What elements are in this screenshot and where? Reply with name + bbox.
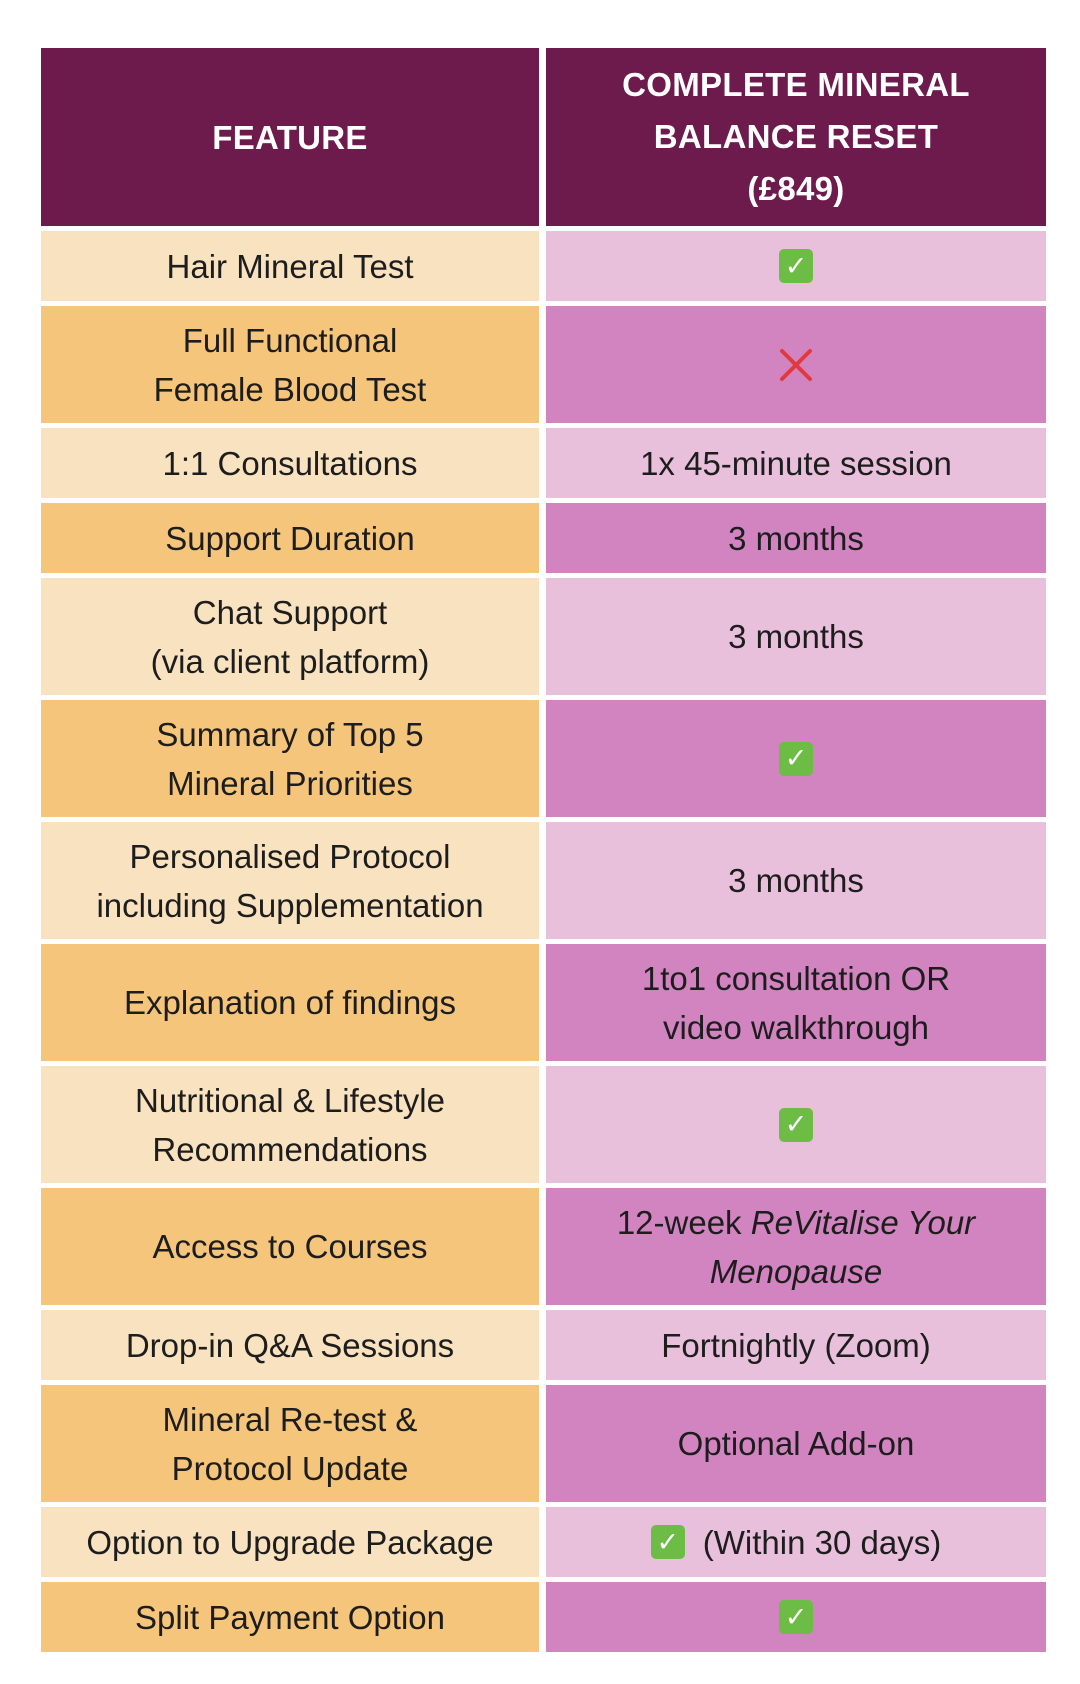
header-feature: FEATURE — [41, 48, 539, 226]
feature-label: Option to Upgrade Package — [86, 1523, 494, 1561]
value-cell: 3 months — [546, 578, 1046, 695]
value-text: 12-week — [616, 1203, 751, 1241]
check-icon: ✓ — [779, 1600, 813, 1634]
header-package: COMPLETE MINERAL BALANCE RESET (£849) — [546, 48, 1046, 226]
value-cell: 12-week ReVitalise Your Menopause — [546, 1188, 1046, 1305]
header-package-line1: COMPLETE MINERAL — [622, 66, 970, 103]
feature-label: 1:1 Consultations — [162, 444, 418, 482]
feature-label: Nutritional & Lifestyle — [135, 1081, 445, 1119]
feature-label: Support Duration — [165, 519, 415, 557]
feature-label: Summary of Top 5 — [156, 715, 424, 753]
value-cell: Optional Add-on — [546, 1385, 1046, 1502]
feature-label: including Supplementation — [96, 886, 484, 924]
value-cell: ✓ — [546, 700, 1046, 817]
feature-label: Full Functional — [182, 321, 398, 359]
value-cell: ✓ — [546, 1066, 1046, 1183]
feature-label: Mineral Re-test & — [162, 1400, 418, 1438]
course-name: Menopause — [709, 1252, 883, 1290]
feature-cell: Access to Courses — [41, 1188, 539, 1305]
feature-label: Drop-in Q&A Sessions — [125, 1326, 455, 1364]
feature-label: Hair Mineral Test — [166, 247, 414, 285]
value-text: 1to1 consultation OR — [641, 959, 951, 997]
cross-icon — [780, 348, 812, 381]
feature-cell: Chat Support (via client platform) — [41, 578, 539, 695]
value-cell: ✓ — [546, 231, 1046, 301]
header-package-price: (£849) — [747, 170, 845, 207]
feature-cell: Explanation of findings — [41, 944, 539, 1061]
value-cell: ✓ — [546, 1582, 1046, 1652]
feature-cell: Full Functional Female Blood Test — [41, 306, 539, 423]
header-package-line2: BALANCE RESET — [653, 118, 939, 155]
value-text: video walkthrough — [663, 1008, 929, 1046]
value-text: 1x 45-minute session — [640, 444, 952, 482]
feature-label: Split Payment Option — [135, 1598, 445, 1636]
feature-cell: 1:1 Consultations — [41, 428, 539, 498]
feature-label: Recommendations — [152, 1130, 428, 1168]
feature-label: Chat Support — [192, 593, 388, 631]
value-text: (Within 30 days) — [702, 1523, 942, 1561]
value-cell: 3 months — [546, 503, 1046, 573]
value-text: Optional Add-on — [677, 1425, 915, 1462]
feature-label: Personalised Protocol — [129, 837, 451, 875]
feature-cell: Drop-in Q&A Sessions — [41, 1310, 539, 1380]
feature-label: Access to Courses — [152, 1228, 428, 1265]
course-name: ReVitalise Your — [750, 1203, 976, 1241]
value-text: 3 months — [728, 862, 864, 899]
feature-cell: Summary of Top 5 Mineral Priorities — [41, 700, 539, 817]
header-feature-label: FEATURE — [212, 118, 368, 156]
feature-label: Female Blood Test — [153, 370, 427, 408]
value-text: 3 months — [728, 618, 864, 655]
feature-cell: Support Duration — [41, 503, 539, 573]
feature-label: (via client platform) — [150, 642, 430, 680]
feature-label: Mineral Priorities — [167, 764, 413, 802]
value-cell: 1to1 consultation OR video walkthrough — [546, 944, 1046, 1061]
check-icon: ✓ — [779, 1107, 813, 1142]
feature-cell: Option to Upgrade Package — [41, 1507, 539, 1577]
value-text: Fortnightly (Zoom) — [661, 1326, 931, 1364]
feature-cell: Mineral Re-test & Protocol Update — [41, 1385, 539, 1502]
value-cell: 1x 45-minute session — [546, 428, 1046, 498]
feature-label: Protocol Update — [171, 1449, 409, 1487]
value-cell: 3 months — [546, 822, 1046, 939]
value-text: 3 months — [728, 519, 864, 557]
value-cell: ✓ (Within 30 days) — [546, 1507, 1046, 1577]
feature-label: Explanation of findings — [123, 984, 457, 1021]
feature-cell: Personalised Protocol including Suppleme… — [41, 822, 539, 939]
feature-cell: Hair Mineral Test — [41, 231, 539, 301]
check-icon: ✓ — [779, 741, 813, 776]
value-cell — [546, 306, 1046, 423]
check-icon: ✓ — [650, 1525, 685, 1559]
check-icon: ✓ — [779, 249, 813, 283]
feature-cell: Nutritional & Lifestyle Recommendations — [41, 1066, 539, 1183]
comparison-table: FEATURE COMPLETE MINERAL BALANCE RESET (… — [41, 48, 1046, 1652]
feature-cell: Split Payment Option — [41, 1582, 539, 1652]
value-cell: Fortnightly (Zoom) — [546, 1310, 1046, 1380]
